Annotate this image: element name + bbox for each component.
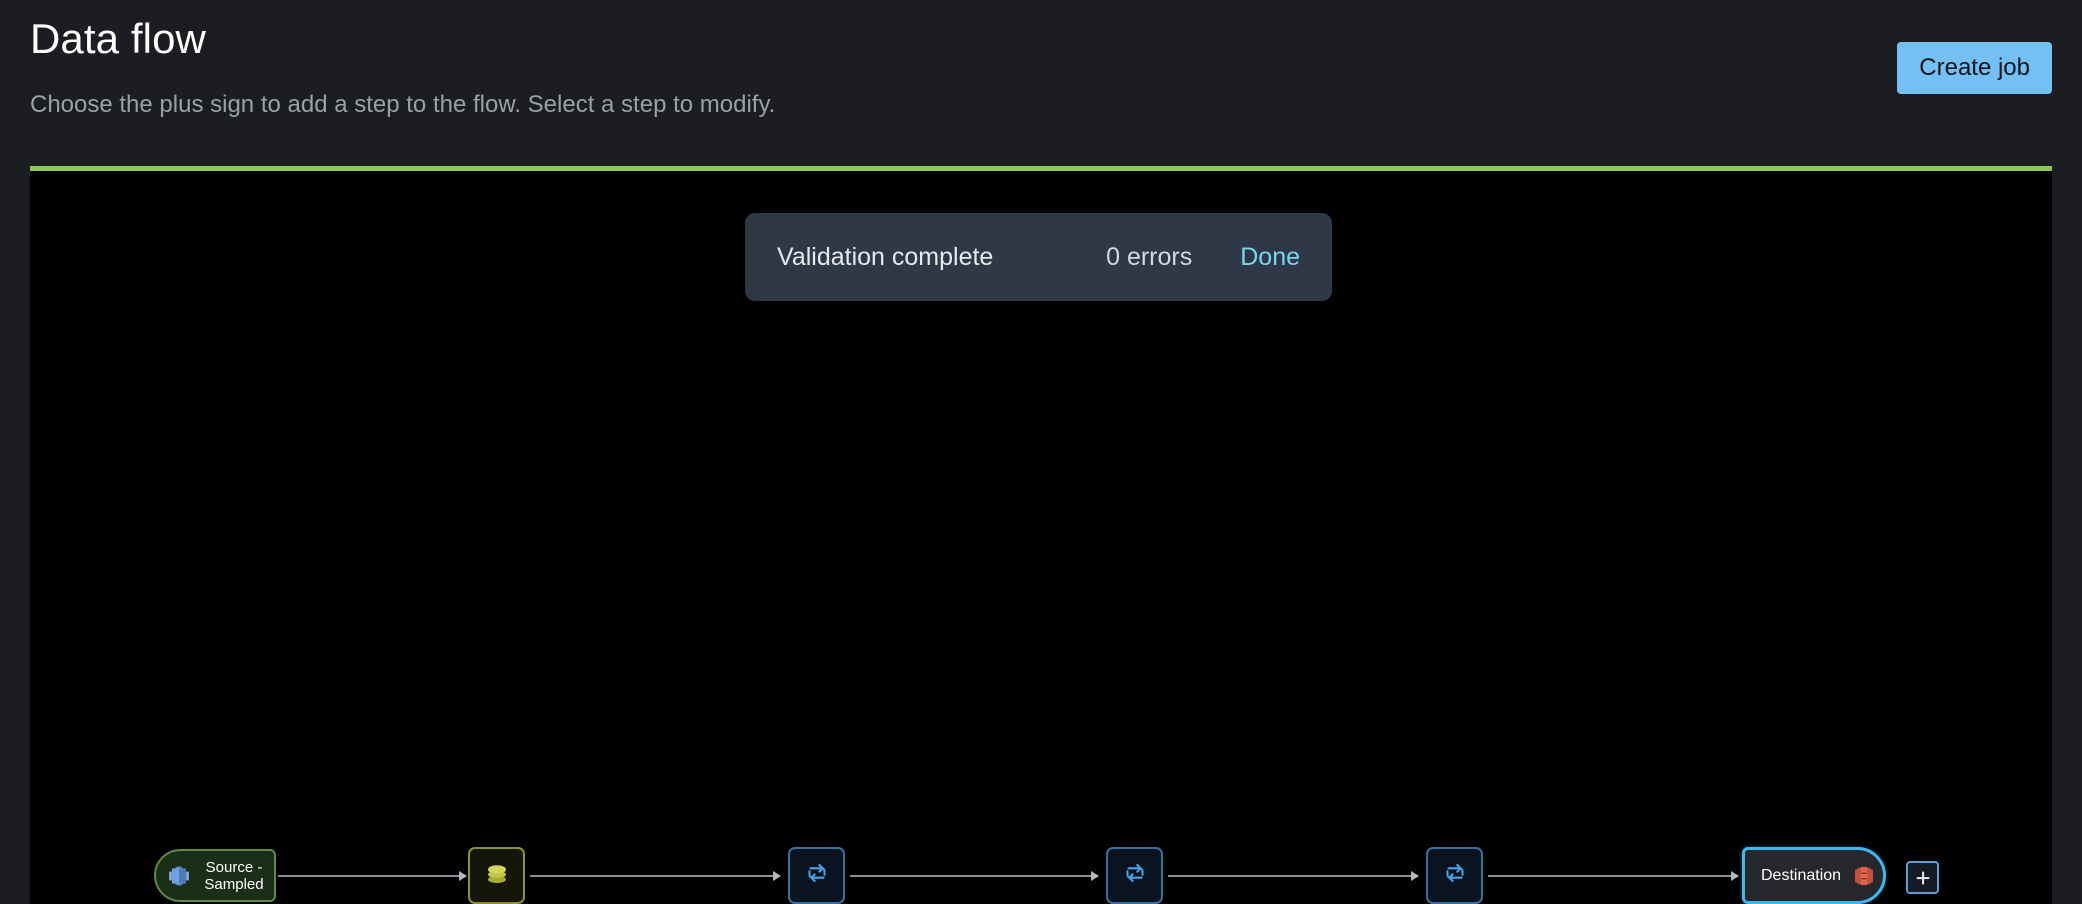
edge-arrowhead-icon [1731,871,1739,881]
destination-node-body[interactable]: Destination [1742,847,1886,904]
edge-arrowhead-icon [1411,871,1419,881]
plus-icon [1916,871,1929,884]
edge-data-types-to-drop-column [530,871,781,881]
page-subtitle: Choose the plus sign to add a step to th… [30,91,776,118]
edge-find-replace-to-destination [1488,871,1739,881]
edge-arrowhead-icon [459,871,467,881]
source-node-label-line2: Sampled [204,875,264,893]
source-node-label: Source - Sampled [200,859,268,893]
source-node-body[interactable]: Source - Sampled [154,849,276,902]
drop-column-node-body[interactable] [788,847,845,904]
loop-arrows-icon [802,858,832,893]
flow-node-ordinal-encode[interactable] [1106,847,1163,904]
ordinal-encode-node-body[interactable] [1106,847,1163,904]
source-node-label-line1: Source - [205,858,263,876]
database-icon [482,858,512,893]
page-title: Data flow [30,15,206,62]
edge-source-to-data-types [278,871,467,881]
loop-arrows-icon [1120,858,1150,893]
data-types-node-body[interactable] [468,847,525,904]
edge-arrowhead-icon [773,871,781,881]
create-job-button[interactable]: Create job [1897,42,2052,94]
flow-node-drop-column[interactable] [788,847,845,904]
edge-drop-column-to-ordinal-encode [850,871,1099,881]
find-and-replace-node-body[interactable] [1426,847,1483,904]
validation-message: Validation complete [777,242,994,271]
loop-arrows-icon [1440,858,1470,893]
add-step-button[interactable] [1906,861,1939,894]
edge-ordinal-encode-to-find-replace [1168,871,1419,881]
destination-node-label: Destination [1761,866,1842,884]
flow-node-destination[interactable]: Destination [1742,847,1886,904]
validation-error-count: 0 errors [1106,242,1193,271]
flow-node-find-and-replace-substring[interactable] [1426,847,1483,904]
feature-store-icon [1851,863,1877,889]
validation-done-button[interactable]: Done [1240,242,1300,271]
flow-canvas[interactable]: Validation complete 0 errors Done [30,166,2052,904]
edge-arrowhead-icon [1091,871,1099,881]
flow-node-source[interactable]: Source - Sampled [154,849,276,902]
redshift-icon [166,863,192,889]
validation-toast: Validation complete 0 errors Done [745,213,1332,301]
flow-node-data-types[interactable] [468,847,525,904]
